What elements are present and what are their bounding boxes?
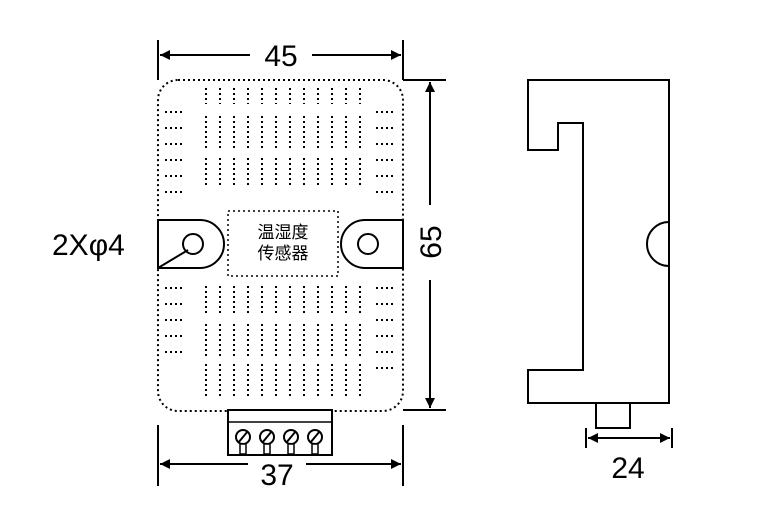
side-profile [527,79,670,404]
dimension-bottom-width-label: 37 [260,459,293,492]
hole-callout-label: 2Xφ4 [52,229,125,262]
dimension-width: 45 [157,40,404,80]
side-bump [646,221,670,267]
dimension-width-label: 45 [264,40,297,73]
side-terminal [595,402,631,429]
terminal-block [227,409,333,456]
terminal-screw-4 [307,429,323,455]
dimension-side-width: 24 [585,428,673,485]
vent-slots [165,88,396,396]
label-line-1: 温湿度 [258,223,309,243]
label-box: 温湿度 传感器 [227,210,339,277]
dimension-height: 65 [403,79,448,411]
dimension-bottom-width: 37 [157,425,404,492]
dimension-side-width-label: 24 [611,452,644,485]
label-line-2: 传感器 [258,244,309,264]
right-mounting-tab [340,219,404,269]
terminal-screw-2 [259,429,275,455]
dimension-height-label: 65 [415,225,448,258]
left-mounting-tab [157,219,225,269]
front-view: 温湿度 传感器 [52,40,448,492]
terminal-screw-3 [283,429,299,455]
side-view: 24 [527,79,673,485]
terminal-screw-1 [235,429,251,455]
